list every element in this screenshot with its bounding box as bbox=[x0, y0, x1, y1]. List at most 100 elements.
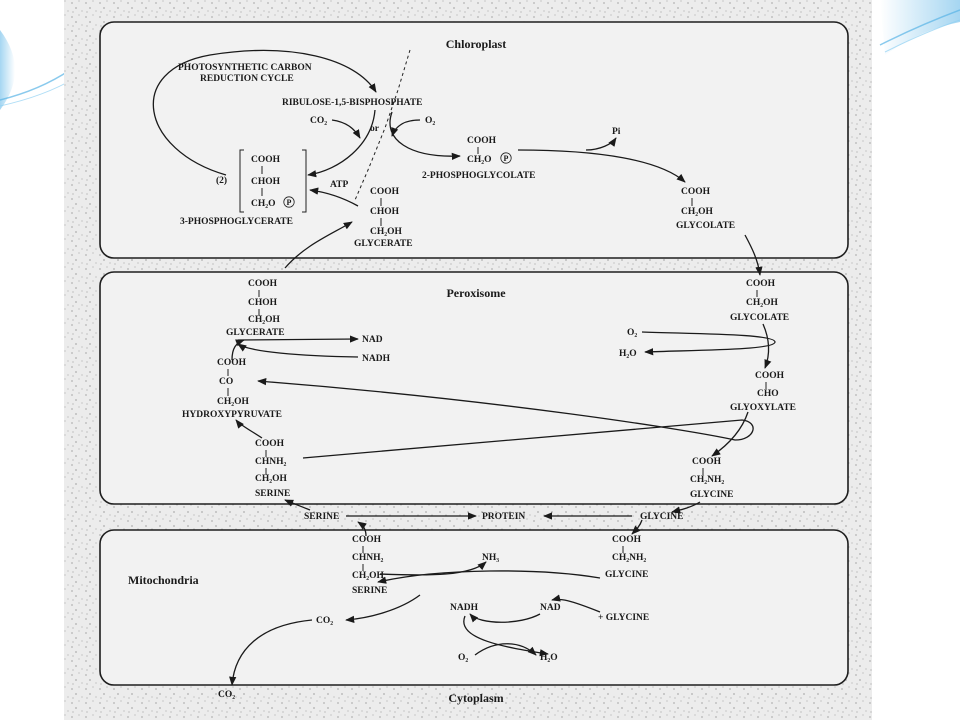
nadh-to-glycerate-arrow bbox=[237, 343, 359, 358]
pi-label: Pi bbox=[612, 127, 621, 137]
glyoxylate-to-glycine-arrow bbox=[711, 411, 749, 457]
hp-cooh: COOH bbox=[217, 358, 247, 368]
hp-name: HYDROXYPYRUVATE bbox=[182, 410, 282, 420]
hp-ch2oh: CH₂OH bbox=[217, 397, 249, 407]
perox-serine-cooh: COOH bbox=[255, 439, 285, 449]
glyoxylate-cho: CHO bbox=[757, 389, 779, 399]
peroxisome-box bbox=[99, 271, 849, 505]
mitochondria-compartment: COOH CHNH₂ CH₂OH SERINE NH₃ COOH CH₂NH₂ … bbox=[316, 519, 649, 663]
glyoxylate-name: GLYOXYLATE bbox=[730, 403, 796, 413]
o2-consumption-arrow bbox=[641, 331, 776, 356]
hp-co: CO bbox=[219, 377, 233, 387]
plus-glycine-to-nad-arrow bbox=[551, 594, 601, 613]
glycolate-ch2oh: CH₂OH bbox=[681, 207, 713, 217]
slide-decoration bbox=[0, 0, 960, 110]
glycine-export-arrow bbox=[671, 501, 701, 514]
o2-label: O₂ bbox=[425, 116, 435, 126]
perox-glycine-ch2nh2: CH₂NH₂ bbox=[690, 475, 724, 485]
cytoplasm-compartment: CO₂ bbox=[218, 619, 313, 700]
calvin-cycle-label-2: REDUCTION CYCLE bbox=[200, 74, 294, 84]
perox-o2: O₂ bbox=[627, 328, 637, 338]
mito-serine-chnh2: CHNH₂ bbox=[352, 553, 384, 563]
perox-nad: NAD bbox=[362, 335, 383, 345]
phosphate-symbol bbox=[283, 196, 295, 208]
mito-h2o: H₂O bbox=[540, 653, 558, 663]
perox-h2o: H₂O bbox=[619, 349, 637, 359]
mito-o2: O₂ bbox=[458, 653, 468, 663]
chloroplast-box bbox=[99, 21, 849, 259]
co2-release-arrow bbox=[345, 594, 421, 623]
phosphoglycolate-to-glycolate-arrow bbox=[517, 149, 686, 183]
perox-glycolate-name: GLYCOLATE bbox=[730, 313, 789, 323]
glycerate-cooh: COOH bbox=[370, 187, 400, 197]
mito-co2: CO₂ bbox=[316, 616, 333, 626]
cytoplasm-row: SERINE PROTEIN GLYCINE bbox=[284, 499, 701, 522]
co2-label: CO₂ bbox=[310, 116, 327, 126]
perox-glycerate-choh: CHOH bbox=[248, 298, 278, 308]
serine-to-hp-arrow bbox=[235, 419, 263, 439]
glycerate-nad-arrow bbox=[237, 335, 359, 343]
perox-serine-name: SERINE bbox=[255, 489, 290, 499]
phosphate-p-2: P bbox=[504, 154, 509, 163]
calvin-cycle-label-1: PHOTOSYNTHETIC CARBON bbox=[178, 63, 312, 73]
calvin-cycle-arrow bbox=[152, 49, 377, 176]
cyto-glycine: GLYCINE bbox=[640, 512, 683, 522]
serine-import-arrow bbox=[284, 499, 311, 511]
glycerate-name: GLYCERATE bbox=[354, 239, 413, 249]
perox-glycine-name: GLYCINE bbox=[690, 490, 733, 500]
glycine-cleavage-cross-arrow bbox=[377, 570, 601, 584]
perox-glycerate-name: GLYCERATE bbox=[226, 328, 285, 338]
perox-serine-chnh2: CHNH₂ bbox=[255, 457, 287, 467]
pi-release-arrow bbox=[585, 137, 617, 151]
mito-glycine-cooh: COOH bbox=[612, 535, 642, 545]
cytoplasm-co2: CO₂ bbox=[218, 690, 235, 700]
co2-entry-arrow bbox=[331, 119, 361, 139]
rubp-to-pga-arrow bbox=[307, 109, 376, 178]
perox-glycine-cooh: COOH bbox=[692, 457, 722, 467]
glyoxylate-cooh: COOH bbox=[755, 371, 785, 381]
glycerate-to-pga-atp-arrow bbox=[309, 187, 359, 207]
glycerate-ch2oh: CH₂OH bbox=[370, 227, 402, 237]
hp-to-glycerate-arrow bbox=[231, 339, 245, 361]
glycerate-choh: CHOH bbox=[370, 207, 400, 217]
mito-serine-cooh: COOH bbox=[352, 535, 382, 545]
chloroplast-compartment: PHOTOSYNTHETIC CARBON REDUCTION CYCLE RI… bbox=[152, 49, 735, 249]
pga-name: 3-PHOSPHOGLYCERATE bbox=[180, 217, 293, 227]
mitochondria-box bbox=[99, 529, 849, 686]
mito-serine-ch2oh: CH₂OH bbox=[352, 571, 384, 581]
mitochondria-title: Mitochondria bbox=[128, 573, 199, 587]
glycolate-cooh: COOH bbox=[681, 187, 711, 197]
perox-glycerate-ch2oh: CH₂OH bbox=[248, 315, 280, 325]
perox-glycerate-cooh: COOH bbox=[248, 279, 278, 289]
glycolate-name: GLYCOLATE bbox=[676, 221, 735, 231]
peroxisome-compartment: COOH CHOH CH₂OH GLYCERATE NAD NADH COOH … bbox=[182, 221, 796, 500]
atp-label: ATP bbox=[330, 180, 348, 190]
pga-ch2o: CH₂O bbox=[251, 199, 276, 209]
nad-reduction-arc bbox=[469, 613, 541, 623]
perox-nadh: NADH bbox=[362, 354, 391, 364]
chloroplast-glycolate-export-arrow bbox=[744, 234, 763, 276]
mito-nadh: NADH bbox=[450, 603, 479, 613]
mito-glycine-name: GLYCINE bbox=[605, 570, 648, 580]
pgc-cooh: COOH bbox=[467, 136, 497, 146]
pgc-name: 2-PHOSPHOGLYCOLATE bbox=[422, 171, 536, 181]
pga-choh: CHOH bbox=[251, 177, 281, 187]
pga-bracket bbox=[239, 149, 307, 213]
o2-to-h2o-arc bbox=[474, 643, 537, 656]
mito-serine-export-arrow bbox=[357, 521, 367, 537]
glycine-to-nh3-arrow bbox=[379, 561, 487, 576]
glycolate-to-glyoxylate-arrow bbox=[762, 323, 772, 369]
mito-nad: NAD bbox=[540, 603, 561, 613]
cyto-serine: SERINE bbox=[304, 512, 339, 522]
peroxisome-title: Peroxisome bbox=[446, 286, 506, 300]
rubp-to-phosphoglycolate-arrow bbox=[389, 111, 461, 160]
o2-entry-arrow bbox=[391, 119, 421, 137]
phosphate-symbol-2 bbox=[500, 152, 512, 164]
pga-cooh: COOH bbox=[251, 155, 281, 165]
glyoxylate-serine-transamination-arrow bbox=[257, 378, 754, 459]
perox-serine-ch2oh: CH₂OH bbox=[255, 474, 287, 484]
phosphate-p: P bbox=[287, 198, 292, 207]
mito-nh3: NH₃ bbox=[482, 553, 499, 563]
cyto-protein: PROTEIN bbox=[482, 512, 525, 522]
